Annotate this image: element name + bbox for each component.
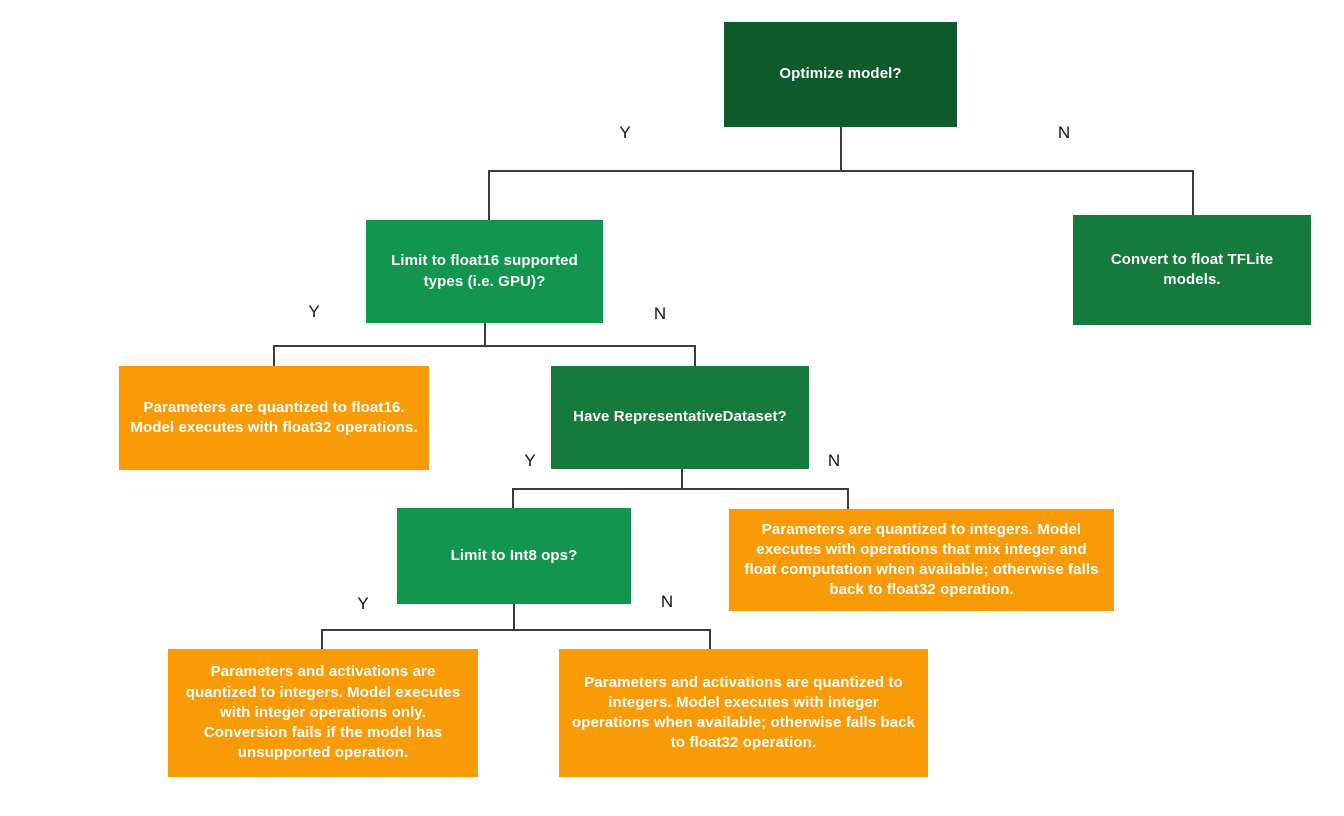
node-optimize-model[interactable]: Optimize model? (724, 22, 957, 127)
edge-level2-drop-no (694, 345, 696, 367)
edge-level4-drop-yes (321, 629, 323, 650)
edge-level4-stem (513, 604, 515, 630)
branch-label-l3-no: N (827, 451, 841, 470)
edge-level3-drop-no (847, 488, 849, 510)
edge-level3-stem (681, 469, 683, 489)
node-convert-float-tflite[interactable]: Convert to float TFLite models. (1073, 215, 1311, 325)
node-no-dataset-outcome-label: Parameters are quantized to integers. Mo… (744, 520, 1099, 599)
node-no-dataset-outcome[interactable]: Parameters are quantized to integers. Mo… (729, 509, 1114, 611)
branch-label-l1-no: N (1057, 123, 1071, 142)
edge-level1-drop-yes (488, 170, 490, 221)
edge-level4-bus (322, 629, 711, 631)
edge-level1-bus (489, 170, 1194, 172)
node-limit-float16[interactable]: Limit to float16 supported types (i.e. G… (366, 220, 603, 323)
branch-label-l2-no: N (653, 304, 667, 323)
node-float16-outcome-label: Parameters are quantized to float16. Mod… (130, 398, 418, 436)
node-float16-outcome[interactable]: Parameters are quantized to float16. Mod… (119, 366, 429, 470)
branch-label-l4-yes: Y (357, 594, 369, 613)
node-have-representative-dataset[interactable]: Have RepresentativeDataset? (551, 366, 809, 469)
node-have-representative-dataset-label: Have RepresentativeDataset? (573, 408, 787, 426)
branch-label-l4-no: N (660, 592, 674, 611)
edge-root-stem (840, 127, 842, 171)
branch-label-l1-yes: Y (619, 123, 631, 142)
node-limit-int8-ops-label: Limit to Int8 ops? (450, 546, 578, 564)
edge-level1-drop-no (1192, 170, 1194, 221)
edge-level2-bus (274, 345, 696, 347)
node-int8-only-outcome[interactable]: Parameters and activations are quantized… (168, 649, 478, 777)
edge-level4-drop-no (709, 629, 711, 650)
node-convert-float-tflite-label: Convert to float TFLite models. (1110, 250, 1274, 288)
edge-level3-drop-yes (512, 488, 514, 510)
node-optimize-model-label: Optimize model? (779, 65, 902, 83)
node-int8-fallback-outcome-label: Parameters and activations are quantized… (571, 673, 916, 752)
edge-level3-bus (513, 488, 849, 490)
node-limit-int8-ops[interactable]: Limit to Int8 ops? (397, 508, 631, 604)
edge-level2-stem (484, 323, 486, 345)
edge-level2-drop-yes (273, 345, 275, 367)
node-limit-float16-label: Limit to float16 supported types (i.e. G… (391, 252, 578, 290)
branch-label-l3-yes: Y (524, 451, 536, 470)
node-int8-only-outcome-label: Parameters and activations are quantized… (185, 663, 461, 762)
branch-label-l2-yes: Y (308, 302, 320, 321)
node-int8-fallback-outcome[interactable]: Parameters and activations are quantized… (559, 649, 928, 777)
